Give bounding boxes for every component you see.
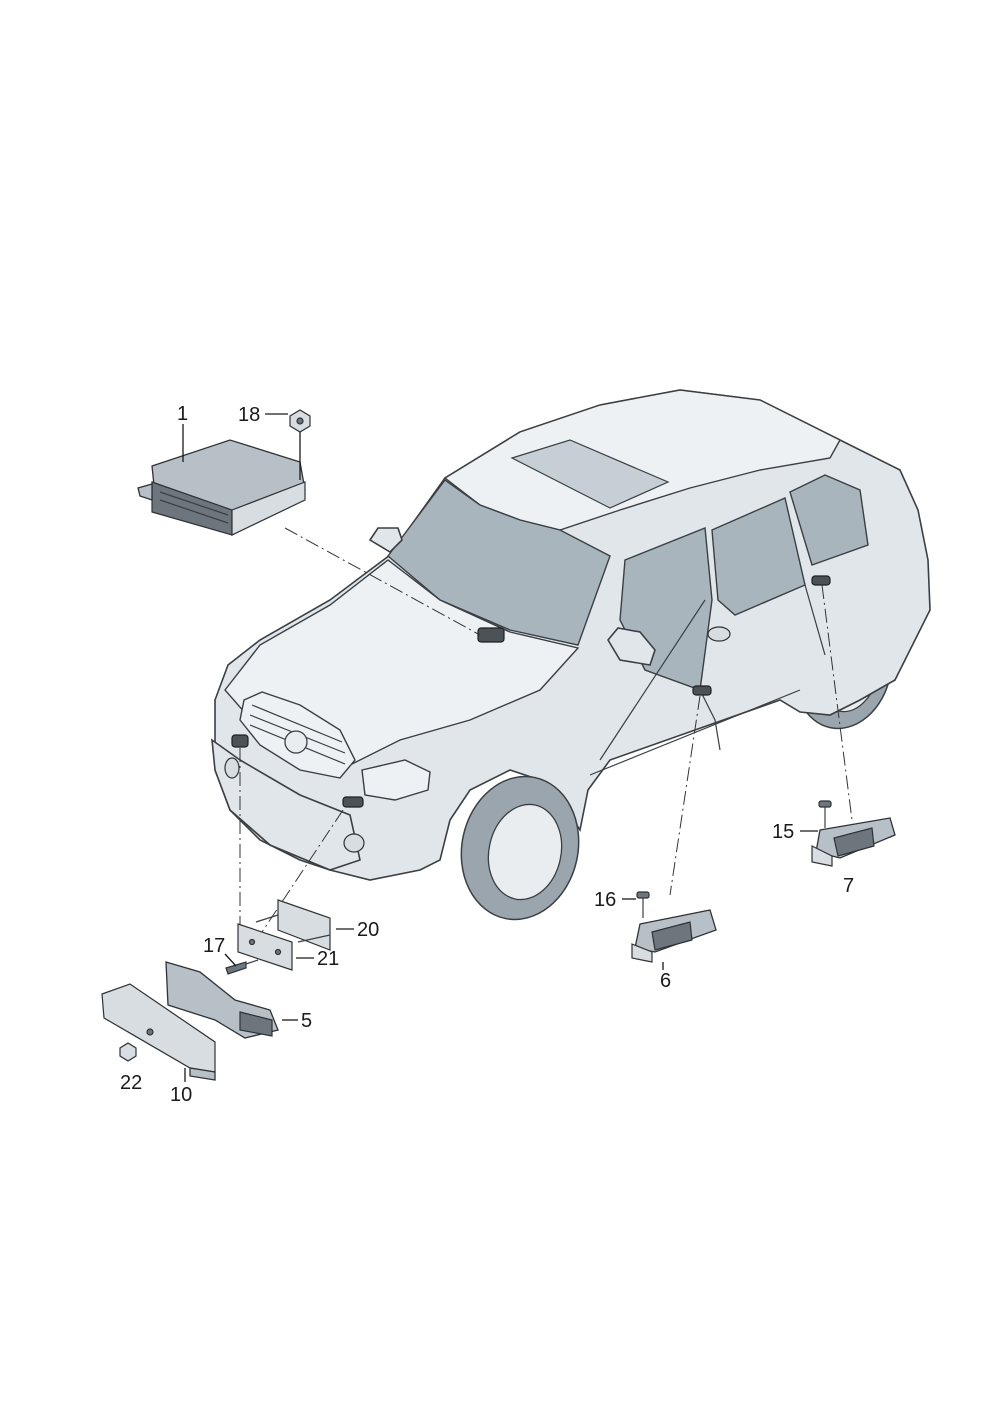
callout-labels: 1 18 20 17 21 5 22 10 16 6 15 7: [120, 403, 854, 1106]
screw-17-icon: [225, 959, 259, 975]
callout-1: 1: [177, 403, 188, 425]
callout-18: 18: [238, 404, 260, 426]
airbag-control-unit: [137, 439, 306, 536]
vehicle-illustration: [211, 389, 931, 921]
nut-18-icon: [289, 409, 311, 433]
callout-22: 22: [120, 1072, 142, 1094]
assembly-lines: [239, 527, 853, 933]
callout-16: 16: [594, 889, 616, 911]
callout-6: 6: [660, 970, 671, 992]
bracket-10: [101, 983, 216, 1081]
callout-10: 10: [170, 1084, 192, 1106]
crash-sensor-7: [811, 817, 896, 867]
bracket-20: [255, 899, 331, 951]
crash-sensor-5: [165, 961, 279, 1039]
callout-7: 7: [843, 875, 854, 897]
callout-5: 5: [301, 1010, 312, 1032]
callout-leaders: [182, 413, 818, 1082]
callout-17: 17: [203, 935, 225, 957]
bracket-21: [237, 923, 293, 971]
screw-15-icon: [818, 800, 832, 828]
callout-21: 21: [317, 948, 339, 970]
screw-16-icon: [636, 891, 650, 918]
crash-sensor-6: [631, 909, 717, 963]
callout-20: 20: [357, 919, 379, 941]
callout-15: 15: [772, 821, 794, 843]
nut-22-icon: [119, 1042, 137, 1062]
